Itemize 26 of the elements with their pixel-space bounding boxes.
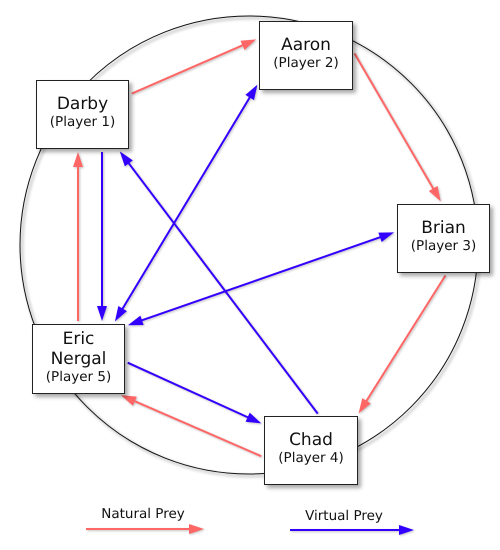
double-arrow [114, 84, 258, 322]
arrow [358, 274, 446, 414]
player-name: Chad [289, 430, 333, 450]
player-box [32, 324, 125, 394]
player-name: Aaron [281, 35, 331, 55]
player-box [397, 204, 490, 273]
legend-label: Virtual Prey [305, 508, 383, 525]
player-name: Brian [421, 218, 466, 238]
double-arrow [128, 232, 394, 326]
player-label: (Player 4) [278, 450, 344, 467]
player-box [259, 21, 353, 90]
player-label: (Player 1) [50, 114, 116, 131]
player-box [264, 416, 358, 485]
legend-label: Natural Prey [101, 506, 185, 523]
arrow [120, 151, 318, 414]
player-label: (Player 3) [410, 238, 476, 255]
player-name: Darby [56, 94, 108, 114]
arrow [121, 395, 262, 458]
arrow [131, 39, 256, 95]
player-label: (Player 2) [273, 55, 339, 72]
arrow [97, 152, 107, 321]
player-label: (Player 5) [46, 368, 112, 386]
arrow [127, 362, 262, 424]
arrow [73, 152, 83, 321]
player-name: Eric Nergal [50, 328, 108, 368]
player-box [36, 80, 129, 149]
